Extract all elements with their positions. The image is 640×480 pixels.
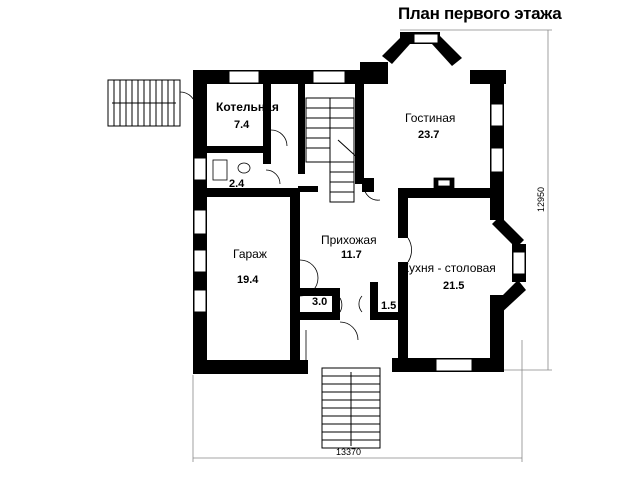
hall-area: 11.7: [341, 249, 362, 261]
kitchen-area: 21.5: [443, 280, 464, 292]
width-dimension: 13370: [336, 447, 361, 457]
kitchen-name: Кухня - столовая: [402, 261, 496, 275]
interior-walls: [207, 84, 490, 372]
garage-area: 19.4: [237, 274, 259, 286]
boiler-room-area: 7.4: [234, 119, 250, 131]
living-room-name: Гостиная: [405, 111, 455, 125]
side-stairs: [107, 79, 181, 127]
front-stairs: [321, 367, 381, 449]
hall-stairs: [305, 97, 361, 203]
hall-name: Прихожая: [321, 233, 377, 247]
garage-name: Гараж: [233, 247, 267, 261]
bath-area: 2.4: [229, 178, 245, 190]
dimension-lines: [192, 29, 552, 462]
windows: [193, 33, 526, 372]
fixtures: [212, 159, 455, 189]
boiler-room-name: Котельная: [216, 100, 279, 114]
closet-left-area: 3.0: [312, 296, 327, 308]
living-room-area: 23.7: [418, 129, 439, 141]
closet-right-area: 1.5: [381, 300, 396, 312]
height-dimension: 12950: [536, 187, 546, 212]
doors: [179, 91, 412, 360]
plan-title: План первого этажа: [398, 4, 562, 23]
